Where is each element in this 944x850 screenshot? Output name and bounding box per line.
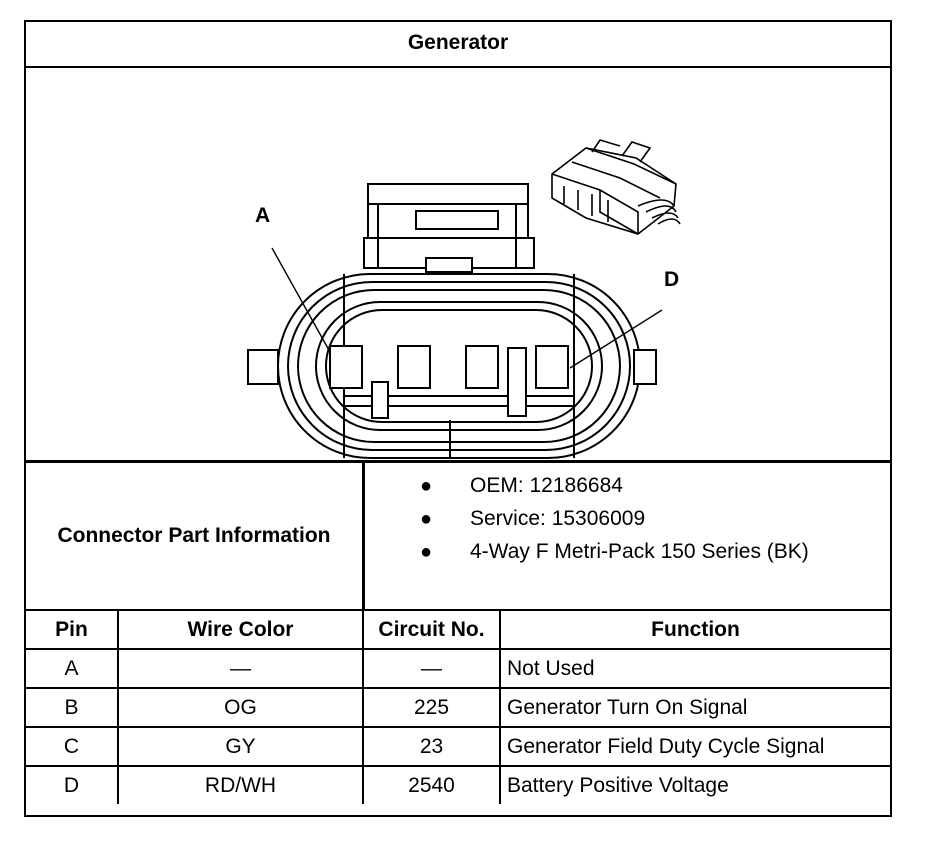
table-row: D RD/WH 2540 Battery Positive Voltage: [26, 765, 890, 804]
wire-color-cell: OG: [117, 687, 364, 728]
pin-cavities: [329, 345, 569, 419]
function-cell: Not Used: [499, 648, 890, 689]
section-divider: [26, 460, 890, 463]
table-row: B OG 225 Generator Turn On Signal: [26, 687, 890, 728]
pin-cell: D: [26, 765, 119, 804]
header-function: Function: [499, 609, 890, 650]
cavity-b: [397, 345, 431, 389]
cavity-a: [329, 345, 363, 389]
pin-cell: B: [26, 687, 119, 728]
circuit-cell: 23: [362, 726, 501, 767]
circuit-cell: 2540: [362, 765, 501, 804]
table-row: A — — Not Used: [26, 648, 890, 689]
page-title: Generator: [26, 22, 890, 68]
service-part-number: Service: 15306009: [470, 507, 646, 530]
info-divider: [362, 463, 365, 609]
table-row: C GY 23 Generator Field Duty Cycle Signa…: [26, 726, 890, 767]
wire-color-cell: —: [117, 648, 364, 689]
function-cell: Generator Field Duty Cycle Signal: [499, 726, 890, 767]
pin-callout-d: D: [664, 268, 680, 291]
wire-color-cell: GY: [117, 726, 364, 767]
pin-cell: C: [26, 726, 119, 767]
pin-callout-a: A: [255, 204, 271, 227]
circuit-cell: —: [362, 648, 501, 689]
header-circuit-no: Circuit No.: [362, 609, 501, 650]
connector-body: [247, 273, 657, 459]
header-pin: Pin: [26, 609, 119, 650]
header-wire-color: Wire Color: [117, 609, 364, 650]
connector-face-illustration: [247, 139, 681, 459]
function-cell: Battery Positive Voltage: [499, 765, 890, 804]
cavity-d: [535, 345, 569, 389]
pin-cell: A: [26, 648, 119, 689]
connector-isometric-icon: [551, 139, 681, 374]
connector-drawing: A D: [26, 66, 890, 460]
pin-table: Pin Wire Color Circuit No. Function A — …: [26, 609, 890, 804]
connector-info-list: ● OEM: 12186684 ● Service: 15306009 ● 4-…: [365, 463, 890, 609]
function-cell: Generator Turn On Signal: [499, 687, 890, 728]
bullet-icon: ●: [420, 508, 433, 530]
circuit-cell: 225: [362, 687, 501, 728]
wire-color-cell: RD/WH: [117, 765, 364, 804]
bullet-icon: ●: [420, 475, 433, 497]
oem-part-number: OEM: 12186684: [470, 474, 623, 497]
connector-info-label: Connector Part Information: [57, 524, 331, 547]
connector-latch: [363, 183, 535, 273]
callout-leaders: [271, 247, 663, 369]
cavity-c: [465, 345, 499, 389]
connector-diagram-frame: Generator: [24, 20, 892, 817]
table-header-row: Pin Wire Color Circuit No. Function: [26, 609, 890, 650]
bullet-icon: ●: [420, 541, 433, 563]
connector-series: 4-Way F Metri-Pack 150 Series (BK): [470, 540, 809, 563]
